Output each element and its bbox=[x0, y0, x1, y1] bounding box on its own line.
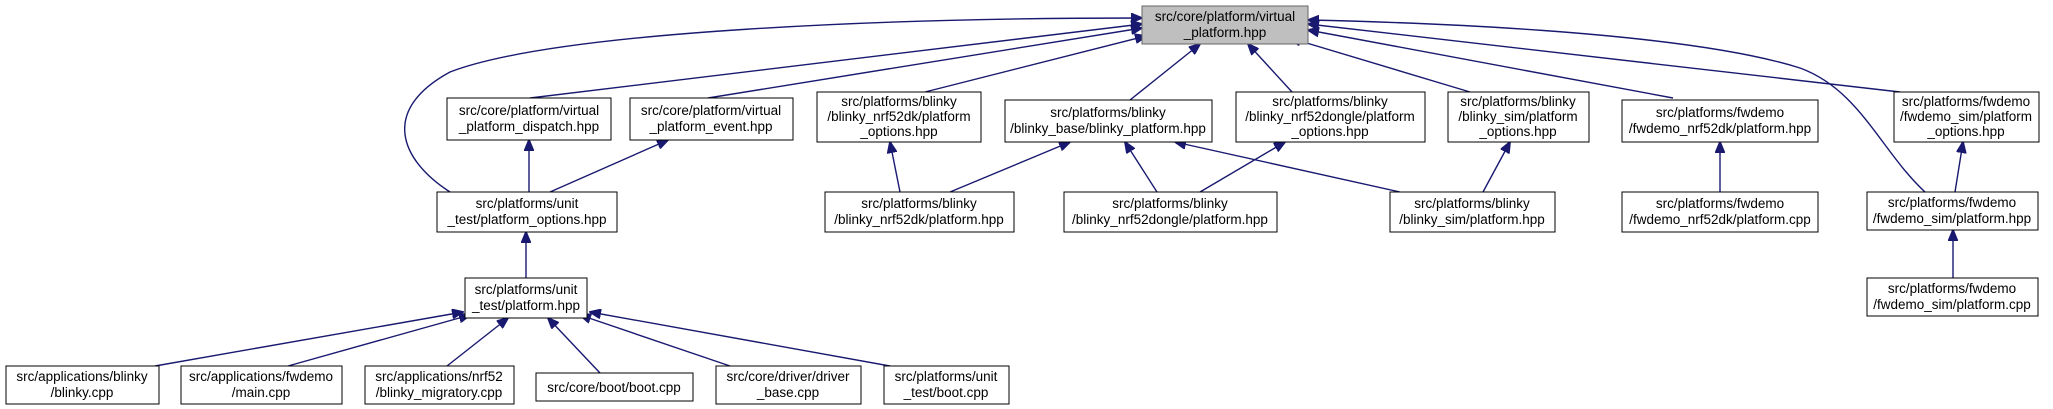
edge-nrf52dk-platform-to-nrf52dk-options bbox=[890, 142, 901, 193]
node-blinky-sim-platform-hpp[interactable]: src/platforms/blinky/blinky_sim/platform… bbox=[1389, 191, 1556, 233]
node-fwdemo-nrf52dk-platform-cpp[interactable]: src/platforms/fwdemo/fwdemo_nrf52dk/plat… bbox=[1621, 191, 1819, 233]
node-label: src/applications/fwdemo/main.cpp bbox=[189, 369, 333, 400]
node-label: src/core/platform/virtual_platform_dispa… bbox=[458, 103, 599, 134]
node-label: src/platforms/blinky/blinky_sim/platform… bbox=[1399, 196, 1545, 227]
edge-sim-options-to-root bbox=[1290, 38, 1471, 93]
edge-unit-test-options-to-root bbox=[404, 18, 1142, 193]
node-label: src/core/platform/virtual_platform_event… bbox=[641, 103, 781, 134]
node-label: src/applications/blinky/blinky.cpp bbox=[16, 369, 148, 400]
node-label: src/platforms/blinky/blinky_nrf52dk/plat… bbox=[827, 94, 970, 139]
edge-unit-test-boot-to-unit-test-platform bbox=[590, 312, 891, 367]
edge-fwdemo-sim-options-to-root bbox=[1308, 24, 1901, 93]
node-label: src/platforms/fwdemo/fwdemo_sim/platform… bbox=[1873, 195, 2031, 226]
node-unit-test-platform-hpp[interactable]: src/platforms/unit_test/platform.hpp bbox=[464, 277, 588, 319]
node-virtual-platform-event-hpp[interactable]: src/core/platform/virtual_platform_event… bbox=[629, 97, 794, 141]
nodes: src/core/platform/virtual_platform.hpp s… bbox=[5, 5, 2040, 405]
node-blinky-migratory-cpp[interactable]: src/applications/nrf52/blinky_migratory.… bbox=[364, 365, 515, 405]
edge-event-to-root bbox=[707, 28, 1142, 99]
node-label: src/platforms/blinky/blinky_base/blinky_… bbox=[1010, 105, 1206, 136]
node-fwdemo-sim-platform-options-hpp[interactable]: src/platforms/fwdemo/fwdemo_sim/platform… bbox=[1893, 91, 2040, 143]
edge-sim-platform-to-sim-options bbox=[1482, 142, 1510, 193]
node-label: src/platforms/fwdemo/fwdemo_sim/platform… bbox=[1873, 281, 2031, 312]
node-fwdemo-nrf52dk-platform-hpp[interactable]: src/platforms/fwdemo/fwdemo_nrf52dk/plat… bbox=[1621, 99, 1819, 143]
edge-dongle-platform-to-dongle-options bbox=[1199, 142, 1285, 193]
node-virtual-platform-hpp[interactable]: src/core/platform/virtual_platform.hpp bbox=[1141, 5, 1309, 45]
node-blinky-nrf52dongle-platform-options-hpp[interactable]: src/platforms/blinky/blinky_nrf52dongle/… bbox=[1235, 91, 1426, 143]
edge-dongle-options-to-root bbox=[1248, 44, 1293, 93]
node-blinky-nrf52dk-platform-hpp[interactable]: src/platforms/blinky/blinky_nrf52dk/plat… bbox=[824, 191, 1015, 233]
node-label: src/core/platform/virtual_platform.hpp bbox=[1155, 9, 1295, 40]
edge-fwdemo-nrf52dk-platform-to-root bbox=[1308, 30, 1674, 99]
node-label: src/core/boot/boot.cpp bbox=[547, 380, 681, 395]
node-label: src/platforms/blinky/blinky_nrf52dongle/… bbox=[1245, 94, 1415, 139]
node-blinky-sim-platform-options-hpp[interactable]: src/platforms/blinky/blinky_sim/platform… bbox=[1447, 91, 1590, 143]
node-label: src/platforms/fwdemo/fwdemo_nrf52dk/plat… bbox=[1629, 196, 1811, 227]
edge-unit-test-options-to-event bbox=[549, 140, 668, 193]
edge-nrf52dk-options-to-root bbox=[924, 36, 1146, 93]
node-label: src/platforms/blinky/blinky_nrf52dk/plat… bbox=[834, 196, 1004, 227]
node-fwdemo-sim-platform-cpp[interactable]: src/platforms/fwdemo/fwdemo_sim/platform… bbox=[1866, 277, 2039, 317]
node-label: src/applications/nrf52/blinky_migratory.… bbox=[375, 369, 503, 400]
edge-sim-platform-to-blinky-base bbox=[1175, 142, 1401, 193]
edge-driver-cpp-to-unit-test-platform bbox=[580, 315, 731, 367]
node-unit-test-platform-options-hpp[interactable]: src/platforms/unit_test/platform_options… bbox=[436, 191, 618, 233]
edge-fwdemo-sim-platform-to-root bbox=[1308, 20, 1926, 193]
node-blinky-cpp[interactable]: src/applications/blinky/blinky.cpp bbox=[5, 365, 160, 405]
node-boot-cpp[interactable]: src/core/boot/boot.cpp bbox=[535, 372, 694, 402]
node-label: src/platforms/unit_test/platform.hpp bbox=[471, 282, 580, 313]
edge-dongle-platform-to-blinky-base bbox=[1125, 142, 1158, 193]
node-label: src/platforms/fwdemo/fwdemo_sim/platform… bbox=[1900, 94, 2032, 139]
node-label: src/platforms/blinky/blinky_sim/platform… bbox=[1458, 94, 1577, 139]
node-fwdemo-sim-platform-hpp[interactable]: src/platforms/fwdemo/fwdemo_sim/platform… bbox=[1866, 191, 2039, 231]
edge-dispatch-to-root bbox=[529, 24, 1142, 99]
node-label: src/platforms/fwdemo/fwdemo_nrf52dk/plat… bbox=[1629, 105, 1811, 136]
edge-blinky-base-to-root bbox=[1129, 44, 1200, 101]
edge-nrf52dk-platform-to-blinky-base bbox=[949, 142, 1070, 193]
edge-migratory-cpp-to-unit-test-platform bbox=[446, 318, 508, 367]
node-unit-test-boot-cpp[interactable]: src/platforms/unit_test/boot.cpp bbox=[883, 365, 1010, 405]
node-blinky-nrf52dongle-platform-hpp[interactable]: src/platforms/blinky/blinky_nrf52dongle/… bbox=[1063, 191, 1278, 233]
node-label: src/platforms/unit_test/boot.cpp bbox=[895, 369, 998, 400]
node-fwdemo-main-cpp[interactable]: src/applications/fwdemo/main.cpp bbox=[180, 365, 343, 405]
node-blinky-nrf52dk-platform-options-hpp[interactable]: src/platforms/blinky/blinky_nrf52dk/plat… bbox=[816, 91, 982, 143]
node-blinky-base-blinky-platform-hpp[interactable]: src/platforms/blinky/blinky_base/blinky_… bbox=[1004, 99, 1213, 143]
node-label: src/platforms/unit_test/platform_options… bbox=[446, 196, 606, 227]
edges bbox=[154, 18, 1963, 374]
node-driver-base-cpp[interactable]: src/core/driver/driver_base.cpp bbox=[715, 365, 862, 405]
node-label: src/core/driver/driver_base.cpp bbox=[726, 369, 850, 400]
node-label: src/platforms/blinky/blinky_nrf52dongle/… bbox=[1072, 196, 1268, 227]
edge-main-cpp-to-unit-test-platform bbox=[287, 315, 470, 367]
edge-boot-cpp-to-unit-test-platform bbox=[548, 318, 601, 374]
node-virtual-platform-dispatch-hpp[interactable]: src/core/platform/virtual_platform_dispa… bbox=[446, 97, 612, 141]
edge-blinky-cpp-to-unit-test-platform bbox=[154, 312, 463, 367]
edge-fwdemo-sim-platform-to-options bbox=[1954, 142, 1963, 193]
